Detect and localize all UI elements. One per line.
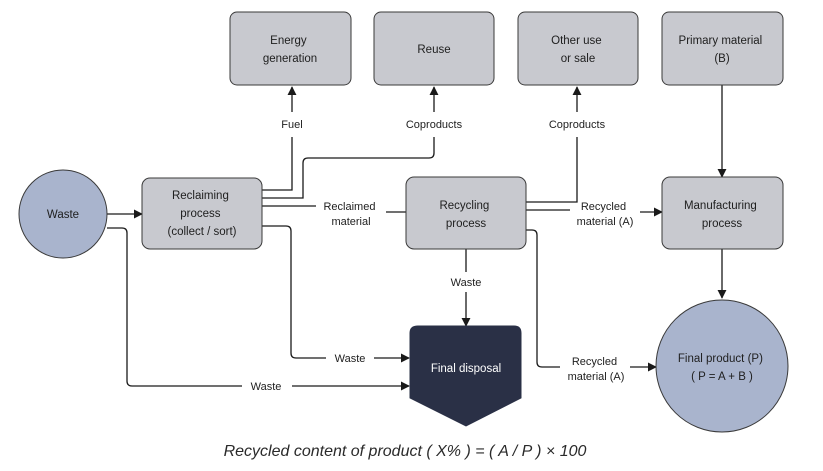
primary-material-label: Primary material (B): [679, 35, 766, 65]
final-disposal-label-line: Final disposal: [431, 363, 501, 375]
other-use-label-line: or sale: [561, 53, 596, 65]
edge-source-to-waste-label: [107, 227, 242, 387]
reclaiming-process-label-line: Reclaiming: [172, 190, 229, 202]
final-product-node: [655, 299, 789, 433]
reclaiming-process-label-line: process: [180, 208, 221, 220]
other-use-label: Other use or sale: [551, 35, 605, 65]
edge-label-line: Waste: [451, 277, 482, 289]
energy-generation-node: [229, 11, 352, 86]
final-disposal-label: Final disposal: [431, 363, 501, 375]
edge-label-line: material: [331, 216, 370, 228]
energy-generation-label-line: Energy: [270, 35, 307, 47]
edge-label-line: Reclaimed: [323, 201, 375, 213]
other-use-node: [517, 11, 639, 86]
edge-label-line: Recycled: [572, 356, 617, 368]
edge-label-line: Fuel: [281, 119, 302, 131]
edge-reclaiming-to-fuel: [262, 137, 293, 191]
edge-label-waste-recycling: Waste: [451, 277, 482, 289]
reuse-node: [373, 11, 495, 86]
recycling-process-label-line: process: [446, 218, 487, 230]
final-disposal-node: [409, 325, 522, 427]
manufacturing-process-node: [661, 176, 784, 250]
waste-source-label: Waste: [47, 209, 79, 221]
manufacturing-process-label-line: process: [702, 218, 743, 230]
final-product-label-line: Final product (P): [678, 353, 763, 365]
waste-source-label-line: Waste: [47, 209, 79, 221]
edge-label-waste-reclaiming: Waste: [335, 353, 366, 365]
recycling-process-label: Recycling process: [439, 200, 492, 230]
edge-recycling-to-recycled-label-2: [526, 229, 560, 368]
edge-label-waste-source: Waste: [251, 381, 282, 393]
reuse-label: Reuse: [417, 44, 450, 56]
edge-label-reclaimed-material: Reclaimed material: [323, 201, 378, 228]
edge-label-recycled-material-bottom: Recycled material (A): [568, 356, 625, 383]
edge-label-coproducts-reuse: Coproducts: [406, 119, 463, 131]
waste-source-node: [18, 169, 108, 259]
reclaiming-process-label: Reclaiming process (collect / sort): [167, 190, 236, 238]
edge-label-line: Coproducts: [406, 119, 463, 131]
edge-reclaiming-to-waste-label: [262, 225, 326, 359]
reuse-label-line: Reuse: [417, 44, 450, 56]
manufacturing-process-label-line: Manufacturing: [684, 200, 757, 212]
recycled-content-formula: Recycled content of product ( X% ) = ( A…: [224, 443, 587, 460]
final-product-label-line: ( P = A + B ): [691, 371, 753, 383]
energy-generation-label-line: generation: [263, 53, 317, 65]
edge-label-line: Coproducts: [549, 119, 606, 131]
edge-label-line: Waste: [251, 381, 282, 393]
recycling-process-label-line: Recycling: [439, 200, 489, 212]
energy-generation-label: Energy generation: [263, 35, 317, 65]
other-use-label-line: Other use: [551, 35, 602, 47]
connectors: [107, 85, 727, 391]
edge-label-line: material (A): [577, 216, 634, 228]
edge-label-coproducts-other: Coproducts: [549, 119, 606, 131]
recycling-process-node: [405, 176, 527, 250]
edge-label-line: Recycled: [581, 201, 626, 213]
edge-reclaiming-to-coproducts: [262, 137, 435, 199]
reclaiming-process-node: [141, 177, 263, 250]
primary-material-node: [661, 11, 784, 86]
manufacturing-process-label: Manufacturing process: [684, 200, 760, 230]
reclaiming-process-label-line: (collect / sort): [167, 226, 236, 238]
primary-material-label-line: (B): [714, 53, 730, 65]
edge-label-line: material (A): [568, 371, 625, 383]
edge-label-fuel: Fuel: [281, 119, 302, 131]
edge-recycling-to-coproducts: [526, 137, 578, 203]
edge-label-recycled-material-top: Recycled material (A): [577, 201, 634, 228]
final-product-label: Final product (P) ( P = A + B ): [678, 353, 766, 383]
primary-material-label-line: Primary material: [679, 35, 763, 47]
edge-label-line: Waste: [335, 353, 366, 365]
